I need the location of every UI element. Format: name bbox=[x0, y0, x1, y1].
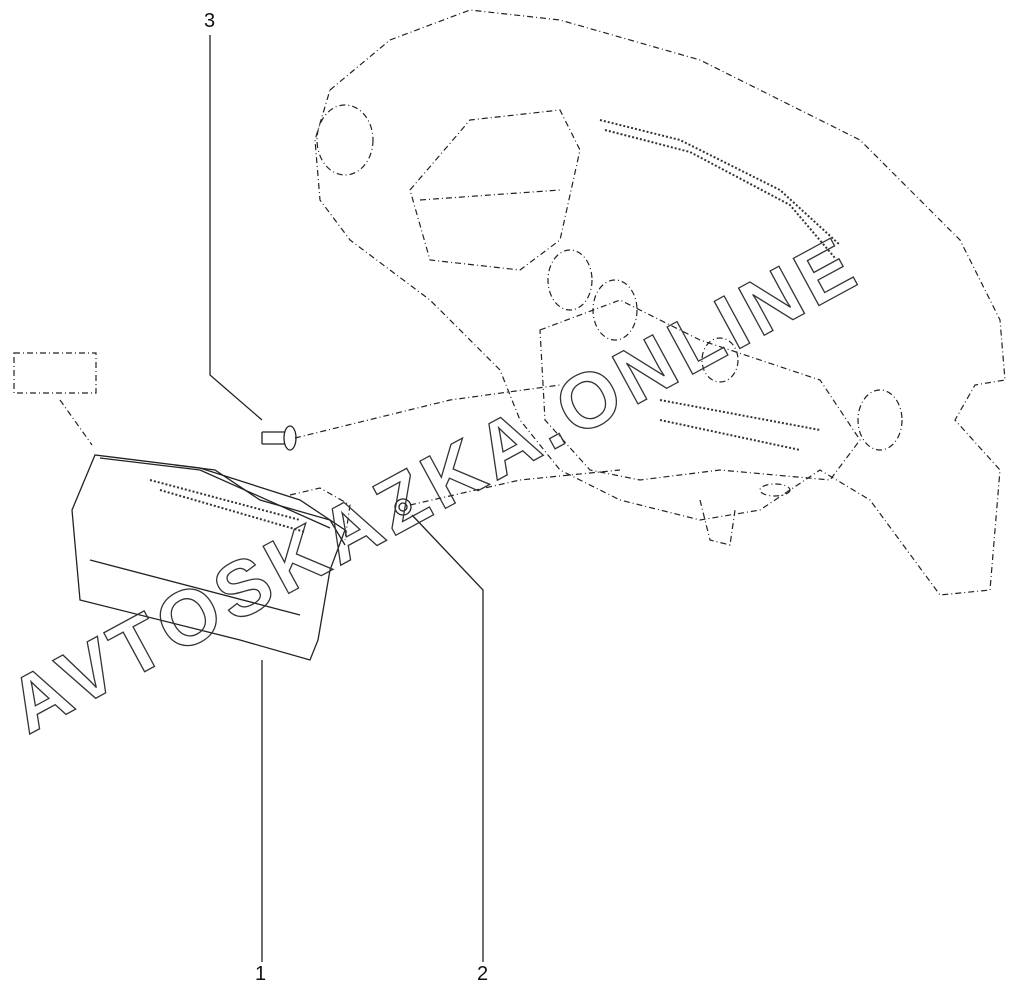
leader-line-2 bbox=[411, 514, 484, 962]
assembly-lines bbox=[294, 384, 621, 506]
connector-placeholder bbox=[13, 352, 97, 446]
callout-3: 3 bbox=[204, 10, 216, 32]
callout-2: 2 bbox=[477, 963, 489, 985]
leader-lines bbox=[209, 35, 484, 962]
screw-part-3 bbox=[261, 425, 297, 451]
glove-box-part-1 bbox=[71, 454, 351, 661]
leader-line-3 bbox=[209, 35, 263, 421]
dashboard-assembly bbox=[314, 9, 1006, 596]
clip-part-2 bbox=[394, 498, 412, 516]
callout-1: 1 bbox=[255, 963, 267, 985]
watermark: AVTOSKAZKA.ONLINE bbox=[0, 218, 873, 750]
